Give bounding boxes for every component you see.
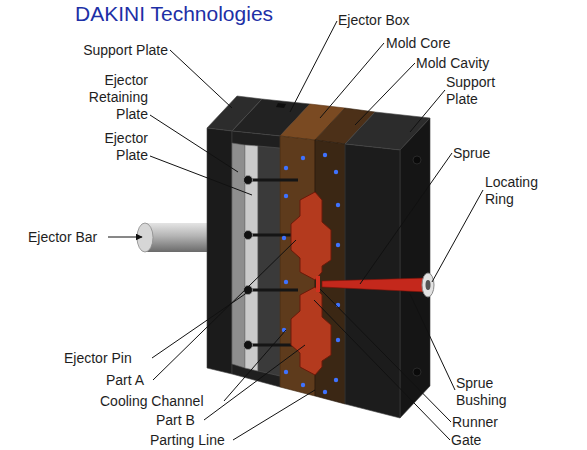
ejector-pin-head [244,176,253,185]
ejector-pin [245,179,298,182]
cooling-dot [282,236,286,240]
cooling-channels [282,153,340,394]
cooling-dot [284,280,288,284]
part-label: Ejector Retaining Plate [78,72,148,123]
part-label: Ejector Plate [90,130,148,164]
leader-line [153,240,296,380]
part-label: Part B [156,412,216,429]
cooling-dot [336,338,340,342]
leader-line [150,115,238,172]
ejector-box-front [232,131,280,387]
cooling-dot [336,243,340,247]
locating-ring [422,273,434,297]
leader-line [204,345,305,420]
part-label: Support Plate [48,42,168,59]
cooling-dot [284,194,288,198]
part-label: Cooling Channel [100,393,230,410]
sprue-bushing-hole [426,280,431,290]
part-label: Sprue [453,145,533,162]
cooling-dot [334,170,338,174]
cooling-dot [334,378,338,382]
bolt-hole [413,156,421,164]
molded-part [291,192,331,280]
part-label: Mold Core [386,35,486,52]
part-label: Locating Ring [485,174,547,208]
leader-arrow [108,237,142,238]
runner [316,276,320,292]
cooling-dot [284,166,288,170]
part-label: Support Plate [446,74,506,108]
leader-line [314,300,450,440]
part-label: Ejector Pin [64,350,164,367]
leader-line [320,289,451,422]
ejector-pin [245,289,298,292]
bolt-hole [413,368,421,376]
cooling-dot [301,156,305,160]
leader-line [290,21,337,112]
leader-line [432,190,483,282]
part-label: Mold Cavity [416,55,516,72]
molded-part [291,287,331,375]
support-plate-side [400,118,430,418]
leader-line [150,156,252,195]
ejector-box-notch [276,103,286,108]
ejector-pin [245,234,298,237]
cooling-dot [301,383,305,387]
leader-lines [108,21,483,440]
leader-line [320,43,384,118]
part-label: Parting Line [150,432,250,449]
support-plate-front [207,128,232,374]
part-label: Part A [106,372,166,389]
ejector-pin-head [244,341,253,350]
part-label: Runner [452,414,532,431]
leader-line [233,390,315,440]
part-label: Gate [451,432,531,449]
ejector-pin-head [244,231,253,240]
cooling-dot [284,370,288,374]
cooling-dot [323,390,327,394]
leader-line [360,153,452,284]
leader-line [355,63,415,125]
ejector-retaining-plate [232,143,245,368]
leader-line [170,50,232,108]
part-label: Ejector Bar [28,229,118,246]
sprue [322,278,426,292]
cooling-dot [323,153,327,157]
leader-line [410,294,455,390]
leader-line [152,292,248,358]
leader-line [410,90,445,132]
part-label: Sprue Bushing [456,375,516,409]
part-label: Ejector Box [338,12,438,29]
cooling-dot [336,203,340,207]
diagram-title: DAKINI Technologies [75,2,273,26]
